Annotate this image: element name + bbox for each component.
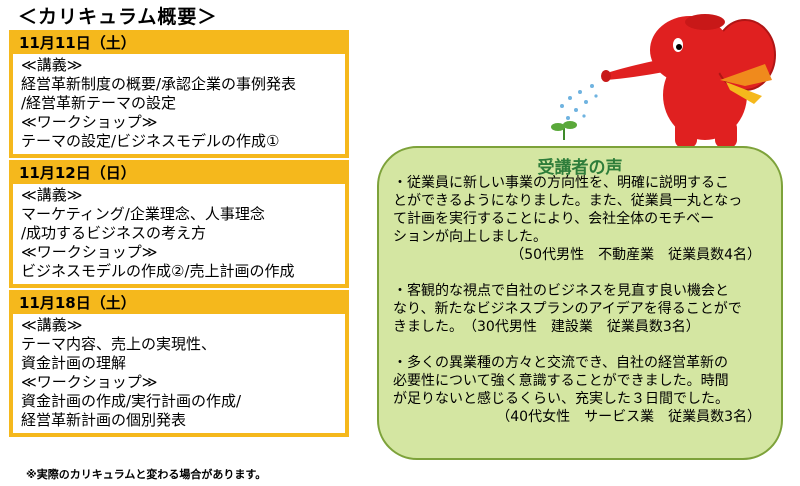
- day-content: ≪講義≫テーマ内容、売上の実現性、資金計画の理解≪ワークショップ≫資金計画の作成…: [13, 314, 345, 433]
- voice-gap: [393, 336, 771, 354]
- day-line: 資金計画の理解: [21, 354, 127, 372]
- day-date: 11月11日（土）: [19, 34, 136, 52]
- voice-line: て計画を実行することにより、会社全体のモチベー: [393, 211, 715, 227]
- page-title: ＜カリキュラム概要＞: [18, 6, 218, 28]
- day-line: マーケティング/企業理念、人事理念: [21, 205, 265, 223]
- voice-line: 必要性について強く意識することができました。時間: [393, 373, 729, 389]
- day-content: ≪講義≫マーケティング/企業理念、人事理念/成功するビジネスの考え方≪ワークショ…: [13, 184, 345, 284]
- day-content: ≪講義≫経営革新制度の概要/承認企業の事例発表/経営革新テーマの設定≪ワークショ…: [13, 54, 345, 154]
- day-line: /成功するビジネスの考え方: [21, 224, 207, 242]
- day-line: テーマの設定/ビジネスモデルの作成①: [21, 132, 280, 150]
- day-line: /経営革新テーマの設定: [21, 94, 177, 112]
- voice-gap: [393, 264, 771, 282]
- day-date: 11月18日（土）: [19, 294, 136, 312]
- day-line: 経営革新制度の概要/承認企業の事例発表: [21, 75, 297, 93]
- voice-line: ・客観的な視点で自社のビジネスを見直す良い機会と: [393, 283, 729, 299]
- voice-line: とができるようになりました。また、従業員一丸となっ: [393, 193, 743, 209]
- curriculum-day: 11月18日（土） ≪講義≫テーマ内容、売上の実現性、資金計画の理解≪ワークショッ…: [9, 290, 349, 437]
- curriculum-day: 11月12日（日） ≪講義≫マーケティング/企業理念、人事理念/成功するビジネスの…: [9, 160, 349, 288]
- day-line: ≪ワークショップ≫: [21, 243, 158, 261]
- voice-attribution: （50代男性 不動産業 従業員数4名）: [510, 247, 761, 263]
- day-line: 経営革新計画の個別発表: [21, 411, 187, 429]
- voice-panel: 受講者の声 ・従業員に新しい事業の方向性を、明確に説明することができるようになり…: [377, 146, 783, 460]
- voice-title: 受講者の声: [537, 158, 623, 178]
- day-date: 11月12日（日）: [19, 164, 136, 182]
- day-line: 資金計画の作成/実行計画の作成/: [21, 392, 242, 410]
- day-line: ≪ワークショップ≫: [21, 113, 158, 131]
- curriculum-note: ※実際のカリキュラムと変わる場合があります。: [26, 468, 267, 481]
- sprout-icon: [551, 121, 577, 140]
- curriculum-day: 11月11日（土） ≪講義≫経営革新制度の概要/承認企業の事例発表/経営革新テーマ…: [9, 30, 349, 158]
- voice-attribution: （40代女性 サービス業 従業員数3名）: [496, 409, 761, 425]
- voice-line: きました。 （30代男性 建設業 従業員数3名）: [393, 319, 700, 335]
- day-line: ビジネスモデルの作成②/売上計画の作成: [21, 262, 295, 280]
- day-line: ≪ワークショップ≫: [21, 373, 158, 391]
- day-line: テーマ内容、売上の実現性、: [21, 335, 217, 353]
- day-line: ≪講義≫: [21, 56, 83, 74]
- red-elephant-mascot-icon: [551, 14, 776, 148]
- voice-line: ・従業員に新しい事業の方向性を、明確に説明するこ: [393, 175, 729, 191]
- voice-items: ・従業員に新しい事業の方向性を、明確に説明することができるようになりました。また…: [393, 174, 771, 426]
- voice-line: が足りないと感じるくらい、充実した３日間でした。: [393, 391, 729, 407]
- voice-line: なり、新たなビジネスプランのアイデアを得ることがで: [393, 301, 742, 317]
- curriculum-list: 11月11日（土）≪講義≫経営革新制度の概要/承認企業の事例発表/経営革新テーマ…: [9, 30, 349, 439]
- day-line: ≪講義≫: [21, 316, 83, 334]
- voice-line: ションが向上しました。: [393, 229, 547, 245]
- day-line: ≪講義≫: [21, 186, 83, 204]
- voice-line: ・多くの異業種の方々と交流でき、自社の経営革新の: [393, 355, 729, 371]
